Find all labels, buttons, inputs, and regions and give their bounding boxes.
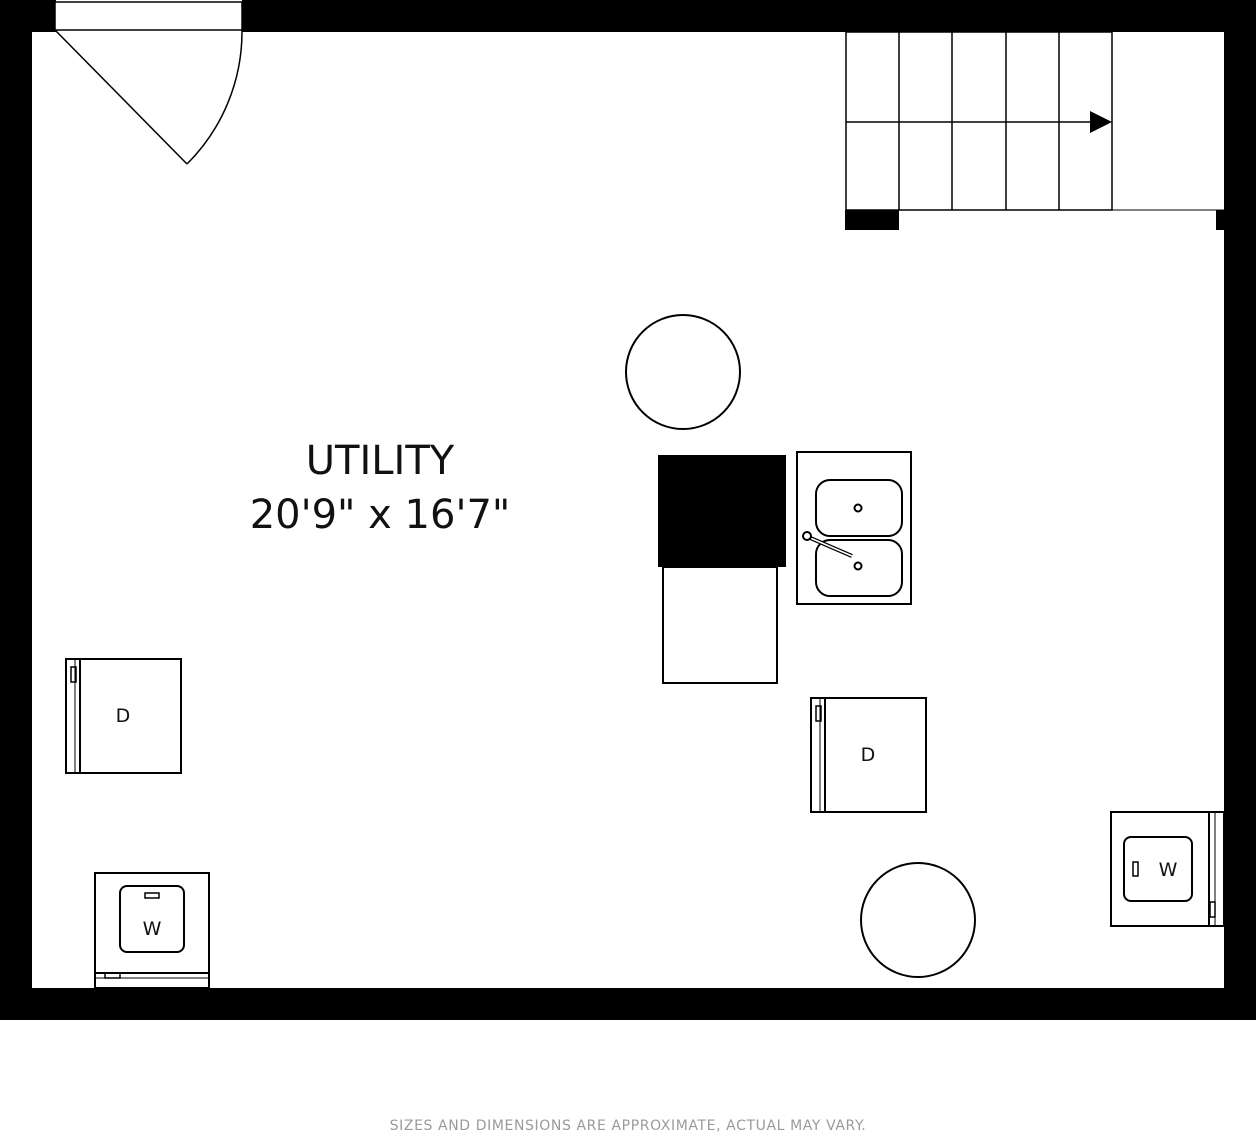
door [54,1,243,165]
sink-faucet-base [802,531,812,541]
tank-lower [860,862,976,978]
washer-bottom-knob [104,972,121,979]
dryer-left-label: D [116,705,131,727]
dryer-left-body [65,658,182,774]
washer-right-body [1110,811,1225,927]
wall-left [0,0,32,1020]
sink-faucet-inner [807,536,853,557]
sink-basin-bottom [815,539,903,597]
laundry-sink [796,451,912,605]
room-dimensions: 20'9" x 16'7" [250,492,511,538]
wall-bottom [0,988,1256,1020]
wall-right [1224,0,1256,1020]
dryer-center-body [810,697,927,813]
sink-drain-top [853,503,863,513]
room-name: UTILITY [306,438,455,484]
door-leaf [54,29,188,165]
stair-wall-stub-right [1216,210,1224,230]
furnace-platform [662,566,778,684]
door-swing-arc [186,29,243,165]
washer-right-lid [1123,836,1193,902]
washer-bottom-body [94,872,210,989]
staircase [845,31,1224,230]
tank-upper [625,314,741,430]
sink-basin-top [815,479,903,537]
stair-arrow-icon [1090,111,1112,133]
stair-wall-stub [845,210,899,230]
washer-bottom-handle [144,892,160,899]
stair-outline [845,31,1113,211]
washer-bottom-label: W [143,918,162,940]
washer-bottom [94,872,210,989]
sink-counter [796,451,912,605]
washer-right-label: W [1159,859,1178,881]
dryer-left [65,658,182,774]
dryer-left-knob [70,666,77,683]
dryer-center-knob [815,705,822,722]
washer-right [1110,811,1225,927]
walls [0,0,1256,1020]
washer-right-handle [1132,861,1139,877]
disclaimer-text: SIZES AND DIMENSIONS ARE APPROXIMATE, AC… [389,1118,867,1134]
dryer-center-label: D [861,744,876,766]
dryer-center [810,697,927,813]
door-frame [54,1,243,31]
washer-right-knob [1209,901,1216,918]
wall-top [242,0,1256,32]
washer-bottom-lid [119,885,185,953]
furnace [658,455,786,684]
furnace-body [658,455,786,567]
sink-drain-bottom [853,561,863,571]
